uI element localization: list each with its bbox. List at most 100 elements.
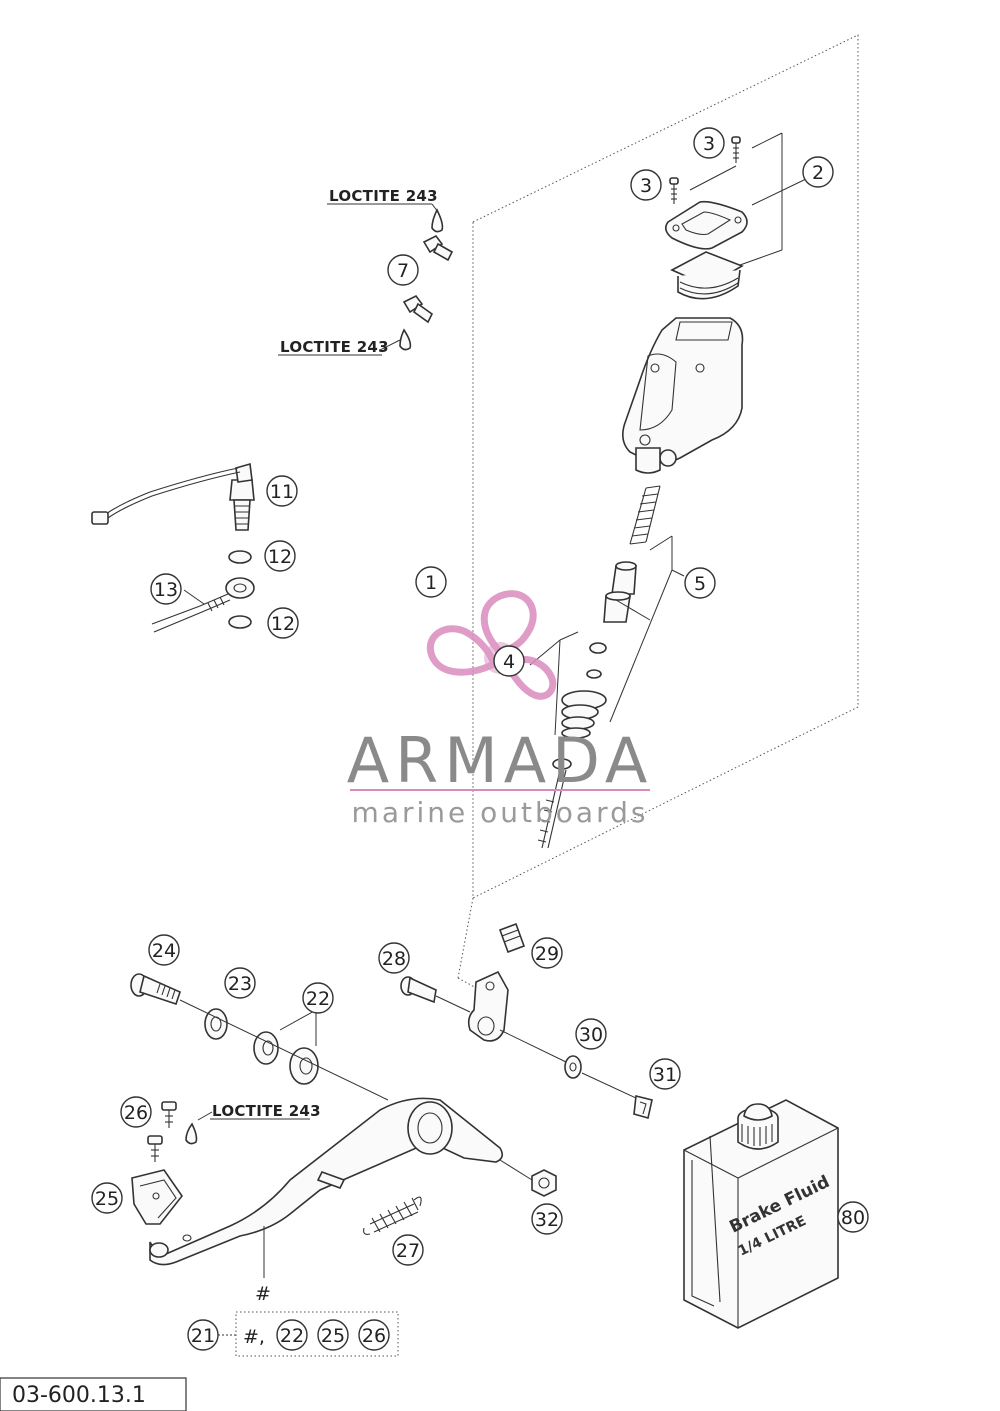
loctite-note-top: LOCTITE 243 — [329, 187, 438, 205]
callout-circle — [387, 254, 419, 286]
watermark-tagline: marine outboards — [352, 796, 649, 829]
callout-number: 25 — [321, 1325, 345, 1347]
pedal-nut-32 — [531, 1169, 557, 1197]
armada-logo — [426, 590, 557, 700]
callout-circle — [575, 1018, 607, 1050]
bushing-22-a — [253, 1031, 279, 1065]
loctite-drop-top — [431, 208, 444, 233]
reservoir-screw-lower — [669, 177, 679, 204]
brake-hose — [151, 577, 255, 633]
callout-number: 5 — [694, 573, 706, 595]
callout-number: 12 — [268, 546, 292, 568]
brake-light-switch — [91, 462, 255, 531]
callout-c7: 7 — [387, 254, 419, 286]
master-cylinder-body — [622, 317, 744, 474]
loctite-drop-bottom — [185, 1122, 198, 1145]
callout-circle — [630, 169, 662, 201]
callout-circle — [150, 573, 182, 605]
clevis-29 — [498, 922, 526, 954]
callout-circle — [649, 1058, 681, 1090]
callout-c13: 13 — [150, 573, 182, 605]
callout-number: 28 — [382, 948, 406, 970]
callout-c30: 30 — [575, 1018, 607, 1050]
callout-c4: 4 — [493, 645, 525, 677]
callout-number: 3 — [640, 175, 652, 197]
callout-number: 80 — [841, 1207, 865, 1229]
callout-circle — [187, 1319, 219, 1351]
callout-circle — [148, 934, 180, 966]
callout-c3a: 3 — [693, 127, 725, 159]
callout-c2: 2 — [802, 156, 834, 188]
callout-c26: 26 — [120, 1096, 152, 1128]
callout-circle — [224, 967, 256, 999]
kit-hash-mark: #, — [243, 1326, 265, 1348]
callout-number: 22 — [306, 988, 330, 1010]
callout-c5: 5 — [684, 567, 716, 599]
sealing-washer-lower — [228, 615, 252, 629]
callout-number: 1 — [425, 572, 437, 594]
propeller-icon — [426, 590, 557, 700]
callout-circle — [267, 607, 299, 639]
kit-box — [218, 1311, 399, 1357]
callout-k26: 26 — [358, 1319, 390, 1351]
dust-boot — [561, 690, 607, 739]
callout-number: 2 — [812, 162, 824, 184]
piston — [603, 561, 637, 623]
callout-number: 25 — [95, 1188, 119, 1210]
callout-k25: 25 — [317, 1319, 349, 1351]
callout-number: 26 — [124, 1102, 148, 1124]
callout-number: 29 — [535, 943, 559, 965]
clevis-pin-28 — [400, 976, 437, 1004]
sealing-washer-upper — [228, 550, 252, 564]
callout-c25: 25 — [91, 1182, 123, 1214]
callout-circle — [802, 156, 834, 188]
washer-30 — [564, 1055, 582, 1079]
bushing-22-b — [289, 1047, 319, 1085]
callout-c21: 21 — [187, 1319, 219, 1351]
callout-circle — [392, 1234, 424, 1266]
callout-number: 4 — [503, 651, 515, 673]
bushing-23 — [204, 1008, 228, 1040]
callout-c12a: 12 — [264, 540, 296, 572]
callout-circle — [302, 982, 334, 1014]
callout-c12b: 12 — [267, 607, 299, 639]
callout-circle — [276, 1319, 308, 1351]
callout-number: 26 — [362, 1325, 386, 1347]
callout-circle — [378, 942, 410, 974]
reservoir-cover — [664, 200, 748, 250]
callout-c28: 28 — [378, 942, 410, 974]
banjo-bolt-upper — [422, 234, 454, 262]
drawing-code: 03-600.13.1 — [12, 1383, 146, 1408]
callout-number: 22 — [280, 1325, 304, 1347]
banjo-bolt-lower — [402, 294, 434, 324]
callout-circle — [264, 540, 296, 572]
callout-c3b: 3 — [630, 169, 662, 201]
cotter-pin-31 — [633, 1095, 653, 1120]
callout-circle — [317, 1319, 349, 1351]
leader-lines-2-3 — [689, 132, 807, 266]
callout-c31: 31 — [649, 1058, 681, 1090]
seal-rings — [586, 642, 607, 679]
callout-number: 23 — [228, 973, 252, 995]
pedal-tip-plate — [131, 1169, 183, 1225]
callout-circle — [120, 1096, 152, 1128]
loctite-drop-mid — [399, 328, 412, 351]
callout-c22: 22 — [302, 982, 334, 1014]
callout-number: 27 — [396, 1240, 420, 1262]
pedal-screw-26-b — [147, 1135, 163, 1162]
callout-c29: 29 — [531, 937, 563, 969]
callout-number: 11 — [270, 481, 294, 503]
callout-number: 13 — [154, 579, 178, 601]
callout-number: 12 — [271, 613, 295, 635]
brake-fluid-bottle — [683, 1099, 839, 1329]
callout-c32: 32 — [531, 1203, 563, 1235]
loctite-note-bottom: LOCTITE 243 — [212, 1102, 321, 1120]
return-spring-27 — [363, 1196, 422, 1235]
callout-circle — [493, 645, 525, 677]
callout-circle — [415, 566, 447, 598]
callout-circle — [91, 1182, 123, 1214]
clevis-fork — [467, 970, 509, 1042]
callout-number: 32 — [535, 1209, 559, 1231]
